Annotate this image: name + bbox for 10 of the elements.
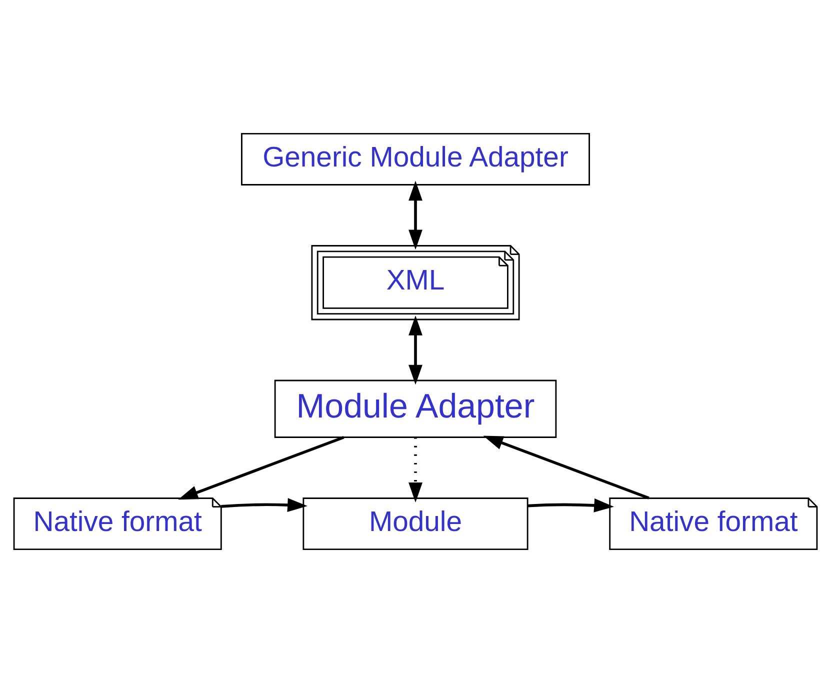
arrow [528,498,614,512]
arrow [178,435,344,500]
arrow [408,436,422,502]
arrow [408,180,422,250]
node-box: Generic Module Adapter [241,132,590,185]
arrow [408,314,422,384]
arrow [221,498,308,512]
node-box: Module Adapter [274,379,557,438]
node-box: Module [302,497,528,550]
arrow [483,435,650,499]
